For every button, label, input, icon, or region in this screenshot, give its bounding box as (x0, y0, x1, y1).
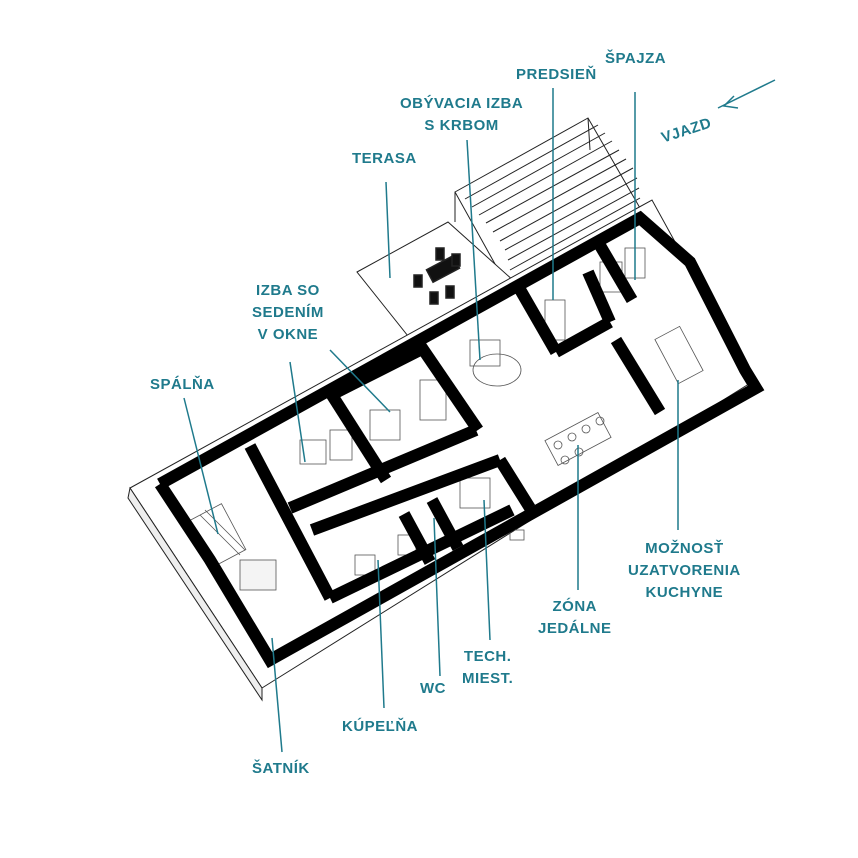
leader-lines (183, 79, 776, 753)
label-spajza: ŠPAJZA (605, 50, 667, 67)
label-satnik: ŠATNÍK (252, 760, 310, 777)
walls (154, 210, 765, 669)
house-slab-side (127, 486, 263, 702)
label-tech-miest: TECH.MIEST. (462, 648, 514, 687)
label-predsien: PREDSIEŇ (516, 66, 597, 83)
terrace-table (413, 247, 461, 305)
label-wc: WC (420, 680, 446, 697)
label-kupelna: KÚPEĽŇA (342, 718, 419, 735)
label-spalna: SPÁLŇA (150, 376, 215, 393)
label-terasa: TERASA (352, 150, 417, 167)
